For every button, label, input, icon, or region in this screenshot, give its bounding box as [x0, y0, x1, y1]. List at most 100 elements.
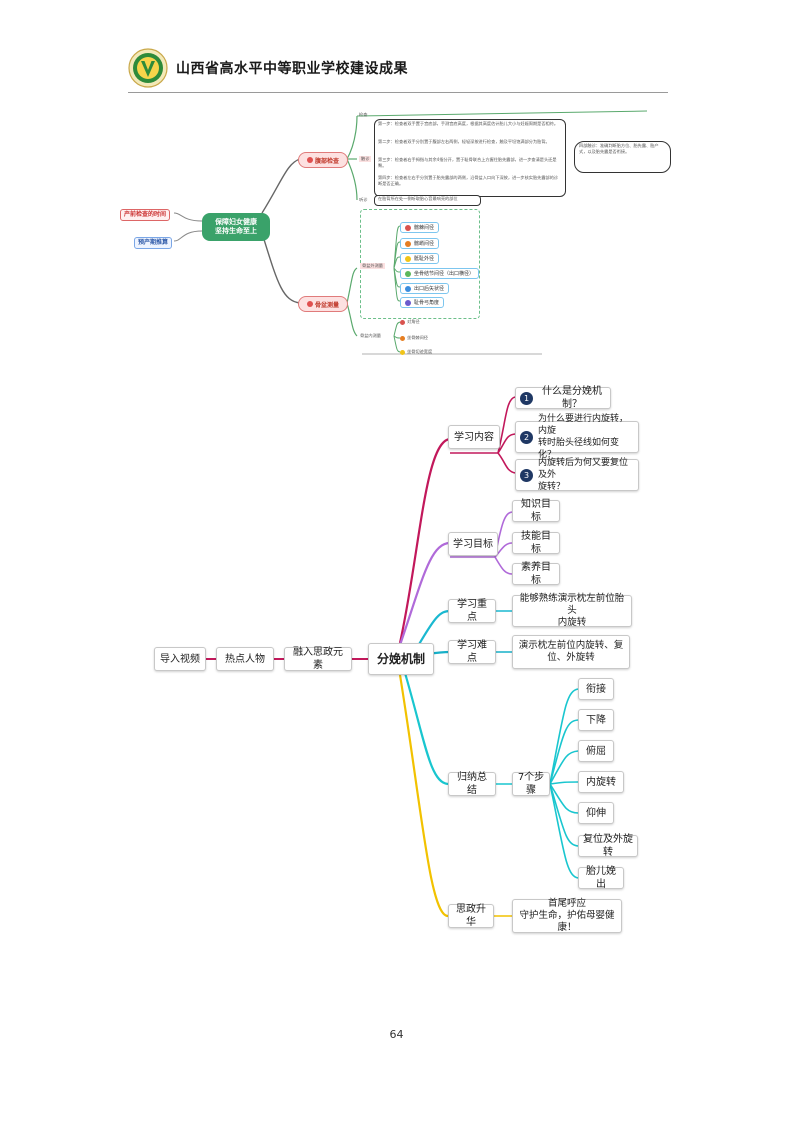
top-center-line-2: 坚持生命至上 — [215, 227, 257, 235]
step-2: 第二步：检查者双手分别置于腹部左右两侧，轻轻深按进行检查，触及平坦饱满部分为胎背… — [378, 139, 550, 144]
leaf-dot-icon — [405, 240, 411, 247]
leaf-dot-icon — [400, 349, 405, 355]
sub-inspection: 检查 — [359, 112, 368, 117]
leaf-outer-1: 髂嵴间径 — [400, 238, 440, 249]
key-item: 能够熟练演示枕左前位胎头 内旋转 — [512, 593, 632, 628]
leaf-text: 髂嵴间径 — [414, 241, 435, 247]
step-descent: 下降 — [578, 709, 614, 731]
bottom-mind-map: 导入视频 热点人物 融入思政元素 分娩机制 学习内容 1 什么是分娩机制？ 2 … — [150, 381, 650, 933]
leaf-dot-icon — [405, 224, 411, 231]
left-node-exam-time: 产前检查的时间 — [120, 209, 171, 221]
node-summary: 归纳总结 — [448, 772, 496, 796]
number-3-icon: 3 — [520, 468, 533, 482]
leaf-dot-icon — [400, 319, 405, 325]
bottom-map-connectors — [206, 396, 579, 918]
sublimation-line-1: 首尾呼应 — [547, 898, 586, 909]
node-center-delivery-mechanism: 分娩机制 — [368, 643, 434, 675]
branch-dot-icon — [306, 157, 313, 163]
number-1-icon: 1 — [520, 391, 533, 405]
leaf-text: 耻骨弓角度 — [414, 300, 440, 306]
leaf-outer-3: 坐骨结节间径（出口横径） — [400, 268, 480, 279]
goal-knowledge: 知识目标 — [512, 499, 560, 523]
leaf-text: 出口后矢状径 — [414, 286, 445, 292]
branch-dot-icon — [306, 301, 313, 307]
sub-outer-measure: 骨盆外测量 — [360, 263, 385, 269]
leaf-text: 坐骨切迹宽度 — [407, 349, 433, 354]
content-item-3: 3 内旋转后为何又要复位及外 旋转？ — [515, 458, 639, 492]
top-map-connectors — [173, 110, 648, 355]
leaf-inner-1: 坐骨棘间径 — [400, 335, 428, 341]
branch-pelvic-measure: 骨盆测量 — [298, 296, 348, 312]
sub-palpation: 触诊 — [359, 156, 372, 162]
sublimation-line-2: 守护生命，护佑母婴健康！ — [519, 910, 615, 933]
content-item-2-line-1: 为什么要进行内旋转，内旋 — [538, 414, 629, 436]
step-4: 第四步：检查者左右手分别置于胎先露部的两侧，沿骨盆入口向下深按，进一步核实胎先露… — [378, 175, 559, 186]
leaf-dot-icon — [405, 255, 411, 262]
node-study-content: 学习内容 — [448, 425, 500, 449]
branch-abdominal-exam-label: 腹部检查 — [314, 157, 339, 165]
step-restitution: 复位及外旋转 — [578, 834, 638, 858]
top-center-line-1: 保障妇女健康 — [215, 218, 257, 226]
leaf-dot-icon — [405, 270, 411, 277]
header-title: 山西省高水平中等职业学校建设成果 — [176, 61, 408, 77]
leaf-outer-2: 骶耻外径 — [400, 253, 440, 264]
node-study-key: 学习重点 — [448, 599, 496, 623]
node-study-goals: 学习目标 — [448, 532, 498, 556]
content-item-3-line-2: 旋转？ — [538, 482, 566, 492]
leaf-text: 坐骨结节间径（出口横径） — [414, 271, 475, 277]
top-mind-map: 产前检查的时间 预产期推算 保障妇女健康 坚持生命至上 腹部检查 骨盆测量 检查… — [112, 101, 674, 361]
listen-text: 在胎背所在处一侧听取胎心音最响亮的部位 — [378, 196, 458, 201]
node-seven-steps: 7个步骤 — [512, 772, 550, 796]
sublimation-item: 首尾呼应 守护生命，护佑母婴健康！ — [512, 898, 622, 933]
node-study-difficulty: 学习难点 — [448, 640, 496, 664]
content-item-1: 1 什么是分娩机制？ — [515, 386, 611, 410]
step-1: 第一步：检查者双手置于宫底部，手测宫底高度，根据其高度估计胎儿大小与妊娠周期是否… — [378, 121, 559, 126]
page-number: 64 — [389, 1028, 404, 1041]
step-3: 第三步：检查者右手拇指与其余4指分开，置于耻骨联合上方握住胎先露部，进一步查清是… — [378, 157, 557, 168]
step-flexion: 俯屈 — [578, 740, 614, 762]
page-header: 山西省高水平中等职业学校建设成果 — [128, 48, 408, 88]
leaf-dot-icon — [400, 335, 405, 341]
leaf-text: 对角径 — [407, 319, 420, 324]
branch-pelvic-measure-label: 骨盆测量 — [314, 301, 339, 309]
branch-abdominal-exam: 腹部检查 — [298, 152, 348, 168]
leaf-inner-2: 坐骨切迹宽度 — [400, 349, 432, 355]
step-extension: 仰伸 — [578, 802, 614, 824]
school-logo — [128, 48, 168, 88]
key-item-line-1: 能够熟练演示枕左前位胎头 — [519, 593, 625, 616]
difficulty-item-line-1: 演示枕左前位内旋转、复 — [518, 640, 624, 651]
top-center-node: 保障妇女健康 坚持生命至上 — [202, 213, 270, 241]
sub-auscultation: 听诊 — [359, 197, 368, 202]
node-intro-video: 导入视频 — [154, 647, 206, 671]
header-divider — [128, 92, 668, 93]
goal-literacy: 素养目标 — [512, 562, 560, 586]
leaf-dot-icon — [405, 299, 411, 306]
note-box — [574, 141, 671, 173]
left-node-due-date: 预产期推算 — [134, 237, 173, 249]
key-item-line-2: 内旋转 — [557, 617, 587, 628]
leaf-outer-0: 髂棘间径 — [400, 222, 440, 233]
node-hot-person: 热点人物 — [216, 647, 274, 671]
leaf-text: 髂棘间径 — [414, 225, 435, 231]
content-item-1-text: 什么是分娩机制？ — [542, 386, 602, 410]
sub-inner-measure: 骨盆内测量 — [360, 333, 381, 338]
leaf-inner-0: 对角径 — [400, 319, 420, 325]
leaf-text: 坐骨棘间径 — [407, 335, 428, 340]
note-text: 四部触诊：准确判断胎方位、胎先露、胎产式，以及胎先露是否衔接。 — [579, 143, 659, 154]
difficulty-item: 演示枕左前位内旋转、复 位、外旋转 — [512, 635, 630, 669]
node-ideology-elements: 融入思政元素 — [284, 647, 352, 671]
leaf-text: 骶耻外径 — [414, 256, 435, 262]
content-item-2-line-2: 转时胎头径线如何变化？ — [538, 438, 620, 460]
step-internal-rotation: 内旋转 — [578, 771, 624, 793]
leaf-dot-icon — [405, 285, 411, 292]
goal-skill: 技能目标 — [512, 531, 560, 555]
leaf-outer-5: 耻骨弓角度 — [400, 297, 445, 308]
difficulty-item-line-2: 位、外旋转 — [547, 652, 595, 663]
number-2-icon: 2 — [520, 430, 533, 444]
content-item-2: 2 为什么要进行内旋转，内旋 转时胎头径线如何变化？ — [515, 414, 639, 460]
content-item-3-line-1: 内旋转后为何又要复位及外 — [538, 458, 629, 480]
listen-box — [374, 195, 481, 206]
step-delivery: 胎儿娩出 — [578, 866, 624, 890]
step-engagement: 衔接 — [578, 678, 614, 700]
node-ideology-sublimation: 思政升华 — [448, 904, 494, 928]
